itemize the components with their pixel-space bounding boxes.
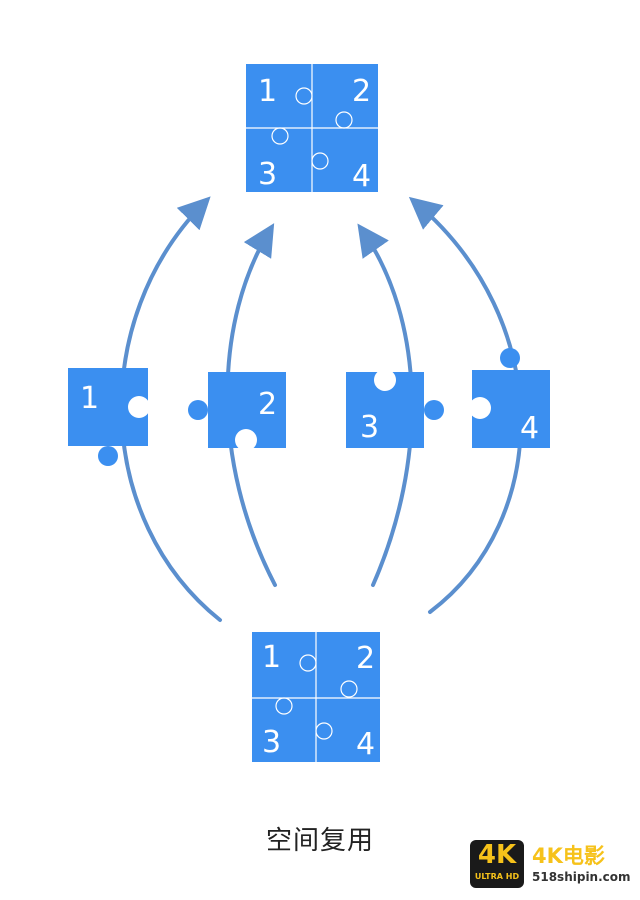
- piece-4-label: 4: [520, 411, 539, 446]
- puzzle-piece-2: 2: [188, 372, 286, 451]
- top-square-knob-2-4: [335, 111, 353, 129]
- piece-1-notch-right: [128, 396, 150, 418]
- bottom-square-label-2: 2: [356, 641, 375, 676]
- piece-3-notch-top: [374, 369, 396, 391]
- piece-2-tab-left: [188, 400, 208, 420]
- bottom-square-label-4: 4: [356, 727, 375, 762]
- piece-3-tab-right: [424, 400, 444, 420]
- piece-4-tab-top: [500, 348, 520, 368]
- arrows: [119, 196, 523, 622]
- bottom-assembled-square: 1 2 3 4: [252, 632, 380, 762]
- top-square-knob-1-2: [295, 87, 313, 105]
- bottom-square-knob-1-3: [275, 697, 293, 715]
- piece-2-label: 2: [258, 387, 277, 422]
- piece-1-tab-bottom: [98, 446, 118, 466]
- puzzle-piece-1: 1: [68, 368, 150, 466]
- watermark-badge-icon: [470, 840, 524, 888]
- piece-2-notch-bottom: [235, 429, 257, 451]
- top-square-knob-3-4: [311, 152, 329, 170]
- top-square-label-2: 2: [352, 74, 371, 109]
- piece-1-label: 1: [80, 381, 99, 416]
- top-square-knob-1-3: [271, 127, 289, 145]
- top-square-label-4: 4: [352, 159, 371, 194]
- watermark-badge-subtext: ULTRA HD: [474, 872, 520, 881]
- top-square-label-3: 3: [258, 157, 277, 192]
- bottom-square-knob-2-4: [340, 680, 358, 698]
- puzzle-piece-4: 4: [469, 348, 550, 448]
- puzzle-piece-3: 3: [346, 369, 444, 448]
- bottom-square-knob-1-2: [299, 654, 317, 672]
- piece-4-notch-left: [469, 397, 491, 419]
- bottom-square-label-3: 3: [262, 725, 281, 760]
- piece-3-label: 3: [360, 410, 379, 445]
- watermark-logo: 4K ULTRA HD 4K电影 518shipin.com: [470, 838, 631, 890]
- top-assembled-square: 1 2 3 4: [246, 64, 378, 194]
- top-square-label-1: 1: [258, 74, 277, 109]
- watermark-name: 4K电影: [532, 844, 605, 868]
- watermark-badge-text: 4K: [477, 840, 517, 870]
- diagram-caption: 空间复用: [265, 826, 374, 856]
- bottom-square-label-1: 1: [262, 640, 281, 675]
- bottom-square-knob-3-4: [315, 722, 333, 740]
- watermark-site: 518shipin.com: [532, 870, 631, 884]
